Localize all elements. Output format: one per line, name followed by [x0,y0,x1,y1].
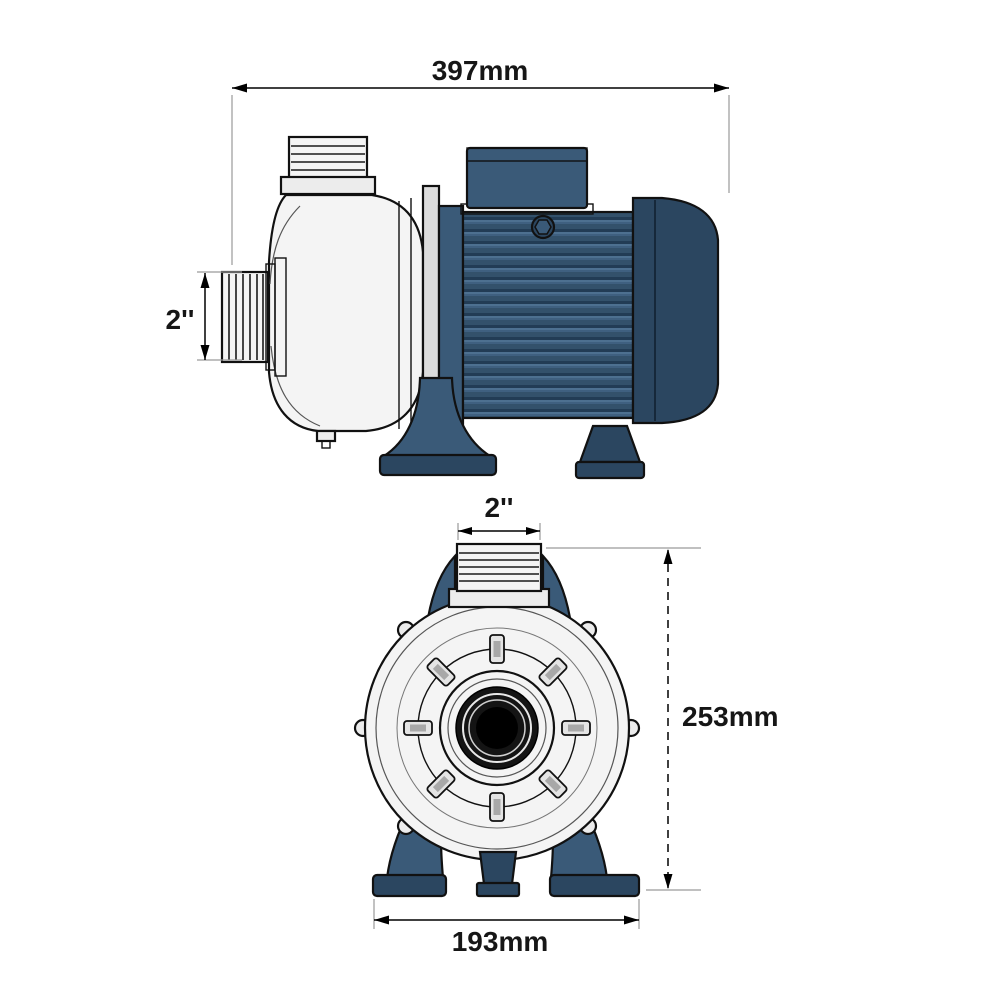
motor-finned-shell [461,210,635,420]
dim-outlet-size: 2'' [457,492,541,540]
center-foot-web [478,850,518,886]
dim-label-inlet-size: 2'' [166,304,195,335]
rear-foot-pad [574,460,646,480]
volute-casing [267,193,425,449]
dim-inlet-size: 2'' [166,271,242,361]
dimensions: 397mm 2'' 2'' 253mm [166,55,779,957]
fan-cover-body [631,196,720,425]
bolt [426,769,456,799]
drain-plug-tip [321,440,331,449]
rear-foot-web [578,424,642,464]
center-foot [475,850,521,898]
terminal-box [460,146,594,240]
arrow-right [624,915,639,925]
terminal-box-lid [466,147,588,162]
right-foot-pad [548,873,641,898]
arrow-right [714,83,729,93]
dim-label-footprint-width: 193mm [452,926,549,957]
bolt [489,634,505,664]
left-foot-pad [371,873,448,898]
discharge-thread-lines [291,145,365,171]
dim-overall-length: 397mm [231,55,730,265]
front-foot-pad [378,453,498,477]
motor-body [461,210,635,420]
casing-spiral-line-2 [270,345,321,427]
bolt [489,792,505,822]
center-foot-pad [475,881,521,898]
bolt [426,657,456,687]
bolt [403,720,433,736]
arrow-right [526,527,540,535]
front-foot [378,376,498,477]
terminal-box-body [465,146,589,210]
dim-label-overall-length: 397mm [432,55,529,86]
front-port [447,542,551,609]
discharge-thread-body [287,135,369,180]
dim-label-overall-height: 253mm [682,701,779,732]
suction-inlet [220,257,287,377]
inlet-flange-ring-2 [274,257,287,377]
front-view [353,542,641,898]
rear-foot [574,424,646,480]
bore-core [476,707,518,749]
casing-spiral-line [269,205,301,285]
fan-cover [631,196,720,425]
arrow-left [458,527,472,535]
front-port-thread-lines [459,552,539,582]
discharge-collar [279,175,377,196]
side-view [220,135,720,480]
drain-plug [315,429,337,443]
bolt [561,720,591,736]
gland-screw-hex [534,219,552,235]
bolt [538,769,568,799]
inlet-thread-lines [228,274,264,360]
casing-face [363,594,631,862]
casing-face-ring [396,627,598,829]
seal-ring [447,678,547,778]
bolts [403,634,591,822]
arrow-left [232,83,247,93]
arrow-up [663,549,673,564]
arrow-up [200,273,210,288]
bore-ring [462,693,532,763]
arrow-down [663,874,673,889]
dim-overall-height: 253mm [546,547,779,891]
bore-ring-2 [468,699,526,757]
bolt [538,657,568,687]
dim-label-outlet-size: 2'' [485,492,514,523]
discharge-port [279,135,377,196]
dim-footprint-width: 193mm [373,899,640,957]
arrow-down [200,345,210,360]
arrow-left [374,915,389,925]
casing-body [267,193,425,433]
